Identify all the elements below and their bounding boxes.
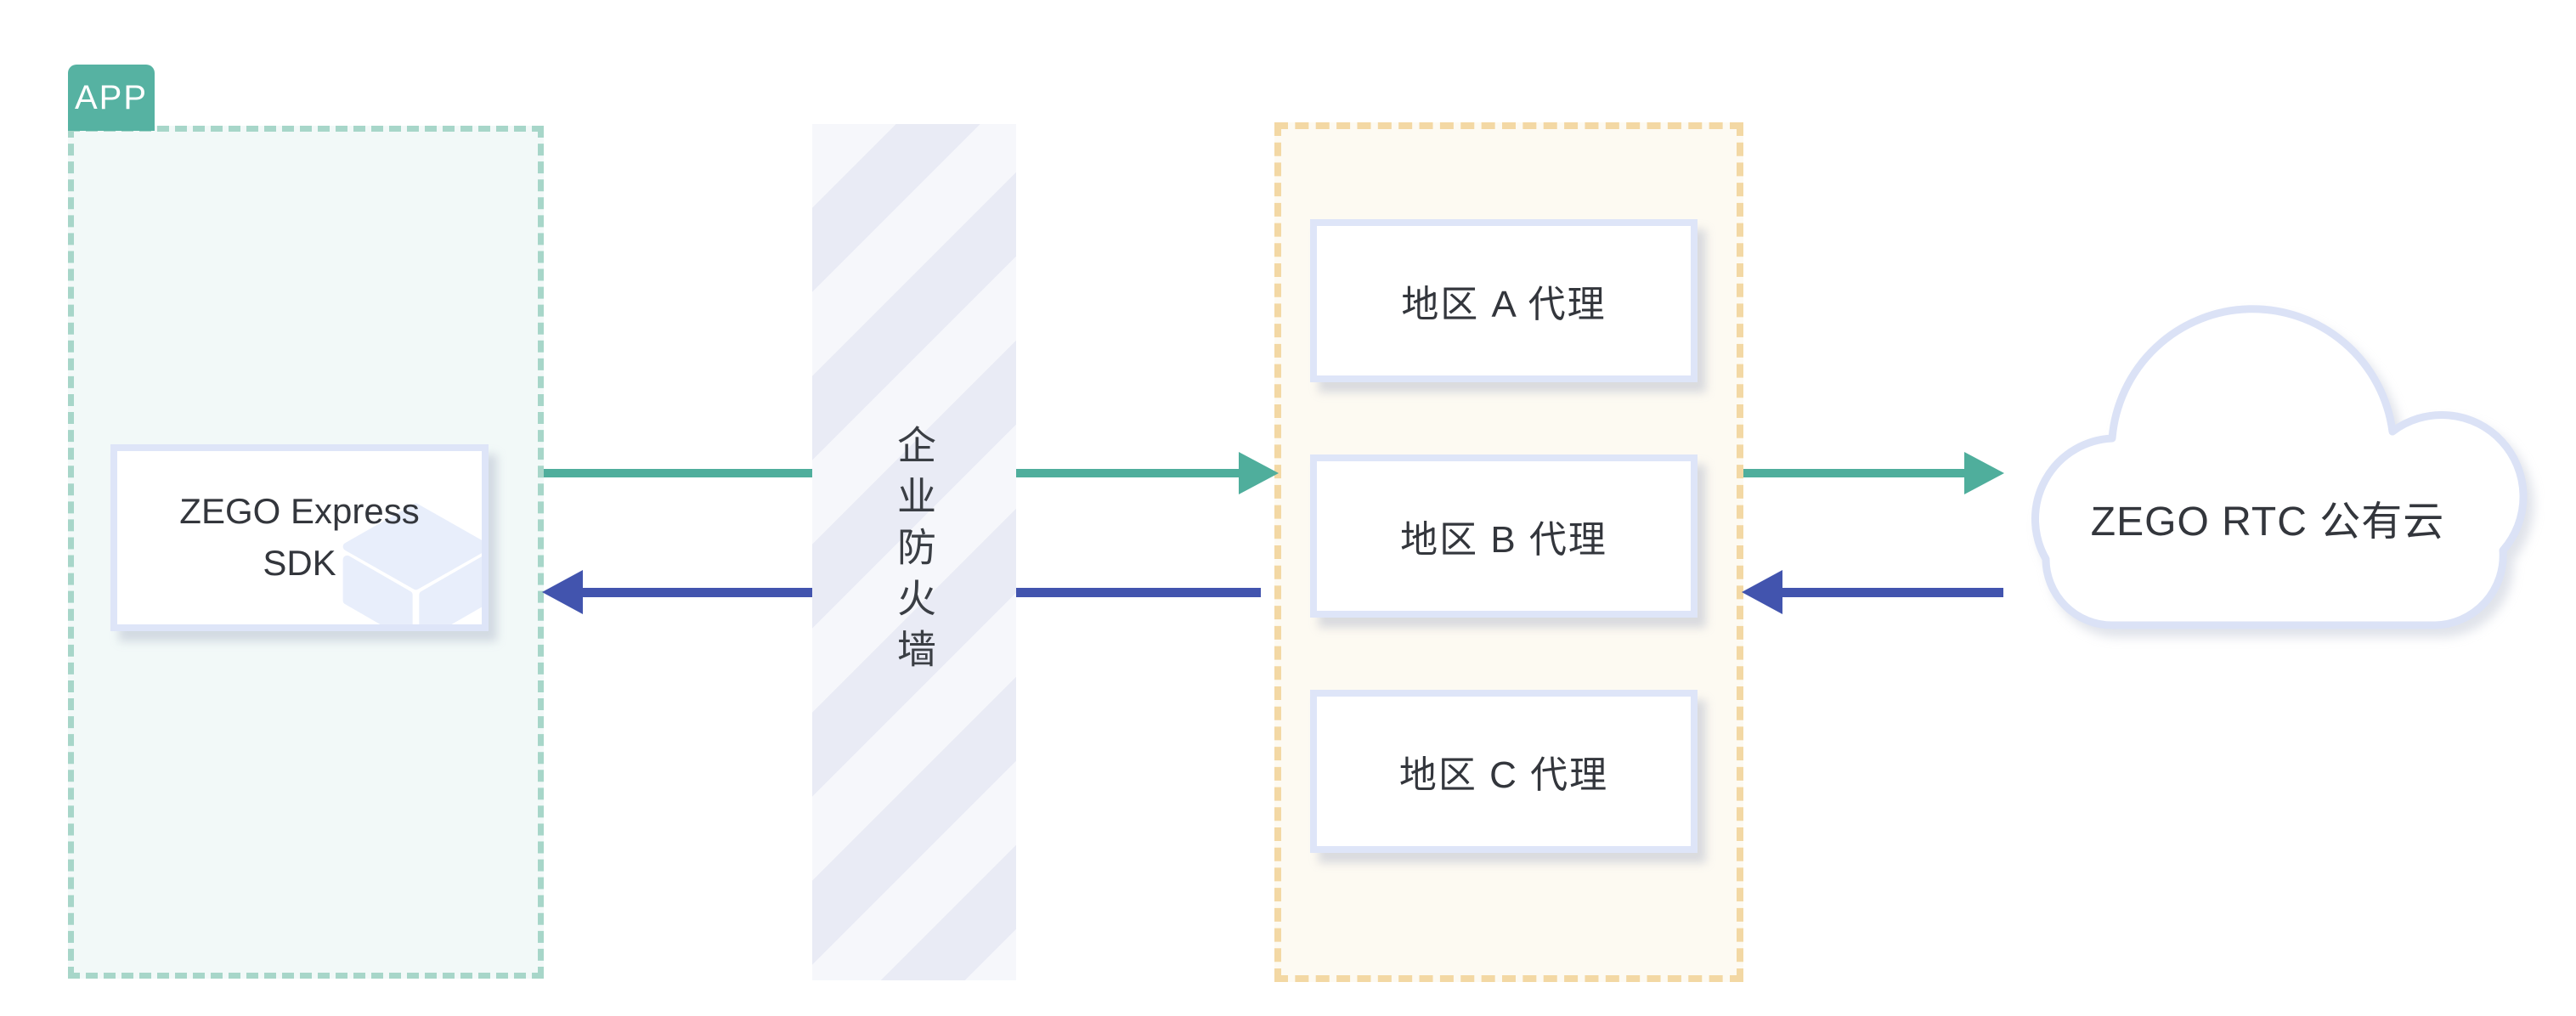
sdk-label-line1: ZEGO Express — [179, 491, 420, 532]
sdk-box-label: ZEGO Express SDK — [117, 451, 482, 624]
downlink-arrow-right-head — [1742, 570, 1782, 614]
app-tag-label: APP — [74, 78, 149, 116]
sdk-box: ZEGO Express SDK — [110, 444, 489, 631]
firewall-label: 企业防火墙 — [892, 425, 936, 680]
cloud-shape — [2031, 305, 2528, 629]
proxy-box-label: 地区 B 代理 — [1400, 519, 1607, 561]
proxy-box-label: 地区 C 代理 — [1398, 754, 1609, 796]
uplink-arrow-left-head — [1239, 452, 1279, 494]
downlink-arrow-left-head — [542, 570, 583, 614]
cube-icon — [342, 503, 482, 624]
proxy-box-region-a: 地区 A 代理 — [1310, 219, 1698, 382]
app-tag: APP — [68, 65, 155, 131]
uplink-arrow-right-shaft — [1743, 469, 1966, 477]
proxy-box-region-c: 地区 C 代理 — [1310, 690, 1698, 853]
uplink-arrow-right-head — [1964, 452, 2004, 494]
firewall-bar: 企业防火墙 — [812, 124, 1016, 980]
downlink-arrow-right-shaft — [1781, 588, 2003, 597]
sdk-label-line2: SDK — [263, 543, 336, 583]
proxy-box-label: 地区 A 代理 — [1401, 284, 1607, 325]
proxy-box-region-b: 地区 B 代理 — [1310, 454, 1698, 618]
cloud-label: ZEGO RTC 公有云 — [2090, 500, 2445, 545]
